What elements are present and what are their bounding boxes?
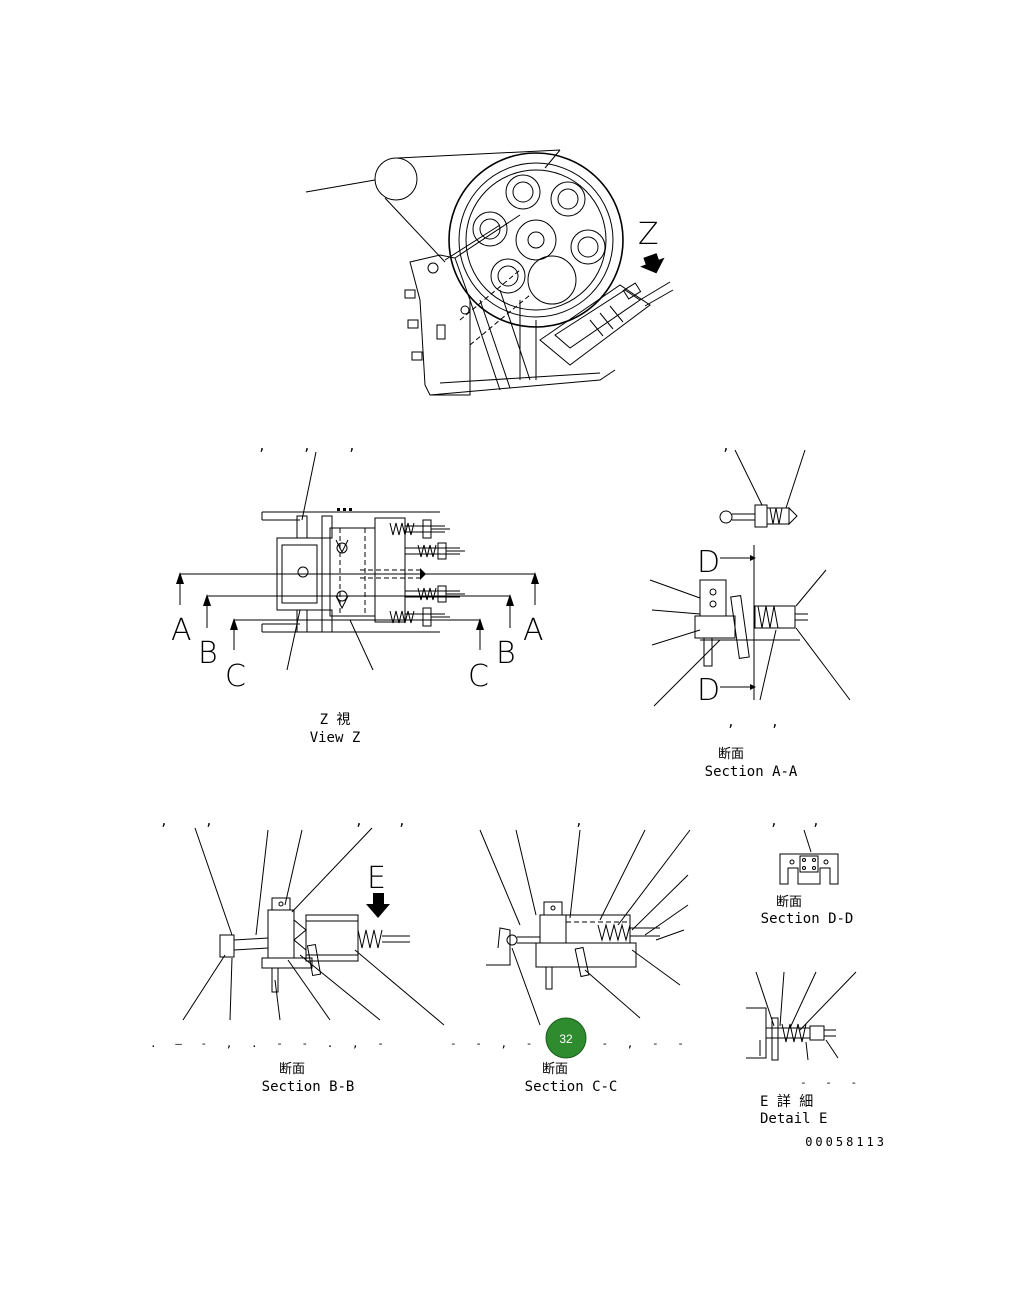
spring-rod-2 — [405, 543, 465, 559]
svg-text:,: , — [771, 715, 779, 730]
svg-text:,: , — [770, 814, 778, 829]
section-dd-title-en: Section D-D — [761, 911, 854, 927]
cut-a-left: A — [171, 613, 192, 648]
view-z: , , , — [171, 439, 544, 746]
cut-c-right: C — [468, 659, 489, 694]
section-aa-title-en: Section A-A — [705, 764, 798, 780]
cut-b-left: B — [198, 636, 218, 671]
svg-text:,: , — [398, 814, 406, 829]
view-z-title-jp: Z 視 — [320, 712, 351, 728]
cut-a-right: A — [523, 613, 544, 648]
spring-rod-1 — [390, 520, 450, 538]
section-cc-title-jp: 断面 — [542, 1062, 568, 1077]
svg-text:- - -: - - - — [800, 1076, 863, 1089]
section-b-b: , , , , E . – - , . - - . , - — [150, 814, 444, 1095]
main-assembly-view: Z — [306, 150, 673, 395]
section-aa-title-jp: 断面 — [718, 747, 744, 762]
svg-text:,: , — [348, 439, 356, 454]
detail-e-title-en: Detail E — [760, 1111, 827, 1127]
svg-text:,: , — [303, 439, 311, 454]
svg-text:,: , — [258, 439, 266, 454]
cut-c-left: C — [225, 659, 246, 694]
spring-rod-5 — [390, 608, 450, 626]
callout-badge[interactable]: 32 — [546, 1018, 586, 1058]
cut-b-right: B — [496, 636, 516, 671]
section-c-c: , - - , - - - - , - - 32 — [450, 814, 690, 1095]
svg-text:,: , — [205, 814, 213, 829]
callout-badge-number: 32 — [559, 1032, 573, 1046]
svg-text:,: , — [727, 715, 735, 730]
spring-rod-4 — [405, 586, 465, 602]
svg-text:,: , — [160, 814, 168, 829]
svg-text:,: , — [722, 439, 730, 454]
section-dd-title-jp: 断面 — [776, 895, 802, 910]
section-bb-title-en: Section B-B — [262, 1079, 355, 1095]
cut-d-bottom: D — [697, 673, 720, 708]
section-a-a: , D D , , — [650, 439, 850, 780]
svg-text:. – - , . - - . , -: . – - , . - - . , - — [150, 1037, 390, 1050]
svg-text:,: , — [355, 814, 363, 829]
cut-d-top: D — [697, 545, 720, 580]
section-cc-title-en: Section C-C — [525, 1079, 618, 1095]
svg-text:,: , — [812, 814, 820, 829]
detail-e: - - - E 詳 細 Detail E — [746, 972, 863, 1127]
view-z-letter: Z — [638, 217, 659, 252]
section-bb-title-jp: 断面 — [279, 1062, 305, 1077]
section-d-d: , , 断面 Section D-D — [761, 814, 854, 927]
detail-e-title-jp: E 詳 細 — [760, 1094, 813, 1110]
svg-text:,: , — [575, 814, 583, 829]
drawing-number: 00058113 — [805, 1135, 887, 1149]
view-z-title-en: View Z — [310, 730, 361, 746]
arrow-e-letter: E — [367, 861, 386, 896]
